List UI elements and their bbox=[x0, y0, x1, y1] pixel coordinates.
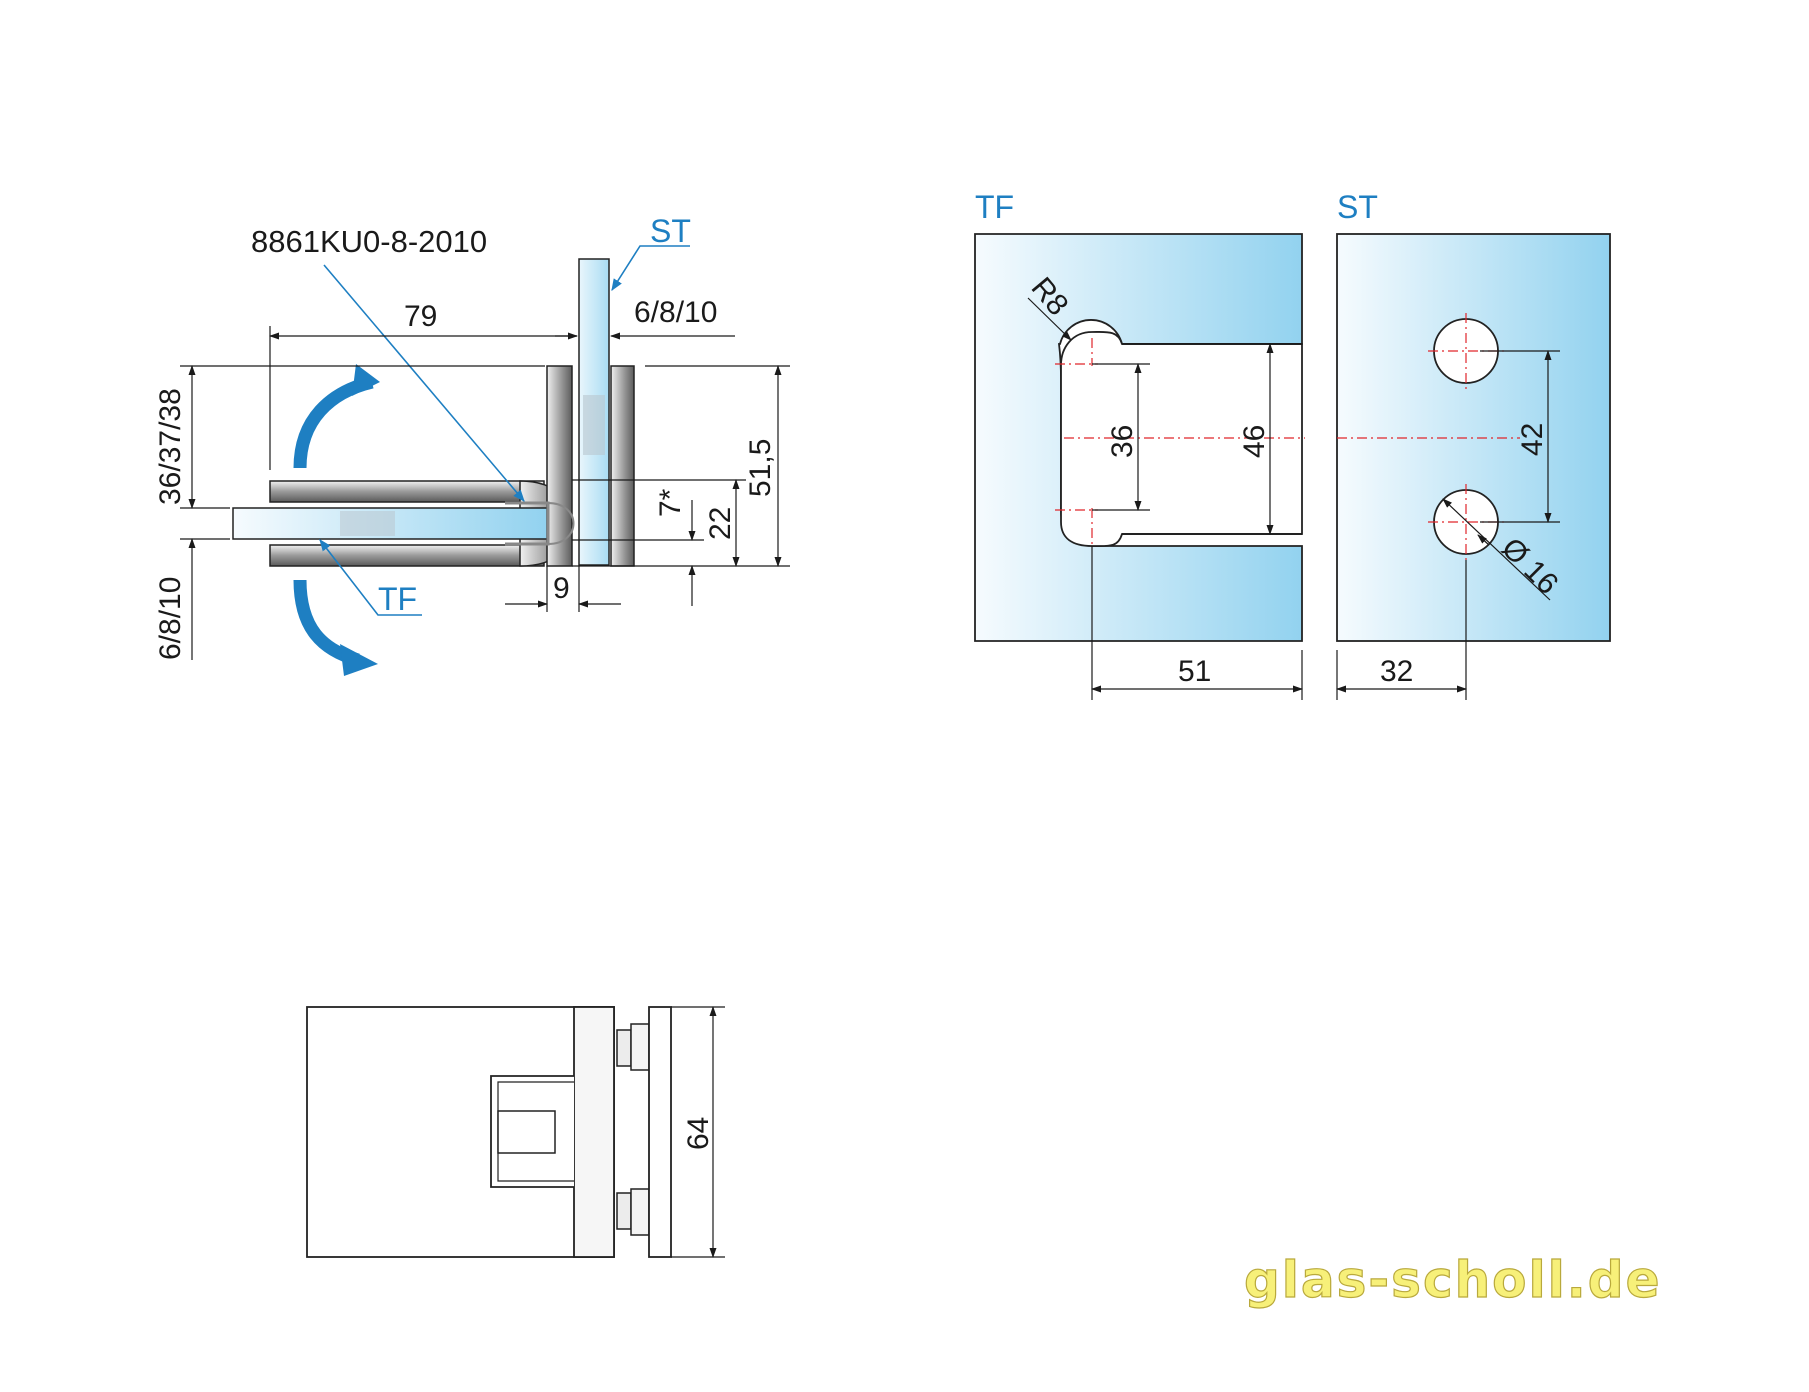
front-post-bottom-outer bbox=[630, 1188, 650, 1236]
part-number-leader bbox=[323, 264, 525, 502]
st-dim-diameter-line bbox=[1442, 498, 1551, 601]
rotation-arrow-up-head-icon bbox=[352, 364, 380, 396]
side-view: 8861KU0-8-2010 ST TF 79 6/8/10 36/37/38 … bbox=[154, 213, 790, 676]
side-label-st: ST bbox=[650, 213, 691, 249]
dim-22-label: 22 bbox=[704, 507, 737, 540]
front-post-top-outer bbox=[630, 1023, 650, 1071]
dim-length-label: 79 bbox=[404, 300, 437, 333]
tf-dim-inner-label: 36 bbox=[1106, 425, 1139, 458]
front-dim-height-label: 64 bbox=[682, 1117, 715, 1150]
dim-glass-tf-label: 6/8/10 bbox=[154, 577, 187, 660]
glass-clip bbox=[505, 501, 550, 546]
st-leader bbox=[611, 245, 690, 292]
clamp-lower-bar bbox=[269, 544, 545, 567]
tf-dim-depth-label: 51 bbox=[1178, 655, 1211, 688]
side-label-tf: TF bbox=[378, 581, 417, 617]
dim-height-left-label: 36/37/38 bbox=[154, 388, 187, 505]
dim-glass-st-label: 6/8/10 bbox=[634, 296, 717, 329]
part-number: 8861KU0-8-2010 bbox=[251, 224, 487, 259]
rotation-arrow-down-head-icon bbox=[340, 644, 378, 676]
tf-cutout-view: TF R8 36 46 51 bbox=[974, 189, 1305, 700]
tf-glass-insert bbox=[340, 511, 395, 536]
watermark-logo: glas-scholl.de bbox=[1244, 1251, 1662, 1309]
st-plate-left bbox=[546, 365, 573, 567]
st-dim-edge-label: 32 bbox=[1380, 655, 1413, 688]
tf-dim-outer-label: 46 bbox=[1238, 425, 1271, 458]
front-view: 64 bbox=[306, 1006, 725, 1258]
tf-cutout bbox=[1060, 331, 1303, 547]
dim-total-label: 51,5 bbox=[744, 439, 777, 497]
st-plate-right bbox=[610, 365, 635, 567]
front-post-top bbox=[616, 1029, 632, 1067]
front-insert bbox=[497, 1110, 556, 1154]
tf-r8-leader bbox=[1027, 297, 1072, 341]
rotation-arrow-up-icon bbox=[293, 375, 374, 469]
glass-clip-round bbox=[547, 502, 575, 545]
tf-leader bbox=[319, 539, 422, 616]
front-plate bbox=[648, 1006, 672, 1258]
dim-offset-label: 7* bbox=[654, 488, 687, 517]
st-dim-spacing-label: 42 bbox=[1516, 423, 1549, 456]
clamp-upper-bar bbox=[269, 480, 545, 503]
st-holes-view: ST 42 Ø 16 32 bbox=[1336, 189, 1611, 700]
dim-gap-label: 9 bbox=[553, 572, 570, 605]
st-glass-insert bbox=[583, 395, 605, 455]
st-dim-diameter-tick bbox=[1477, 534, 1490, 546]
tf-title: TF bbox=[975, 189, 1014, 225]
front-body-side bbox=[573, 1006, 615, 1258]
rotation-arrow-down-icon bbox=[293, 579, 360, 667]
st-title: ST bbox=[1337, 189, 1378, 225]
front-post-bottom bbox=[616, 1192, 632, 1230]
